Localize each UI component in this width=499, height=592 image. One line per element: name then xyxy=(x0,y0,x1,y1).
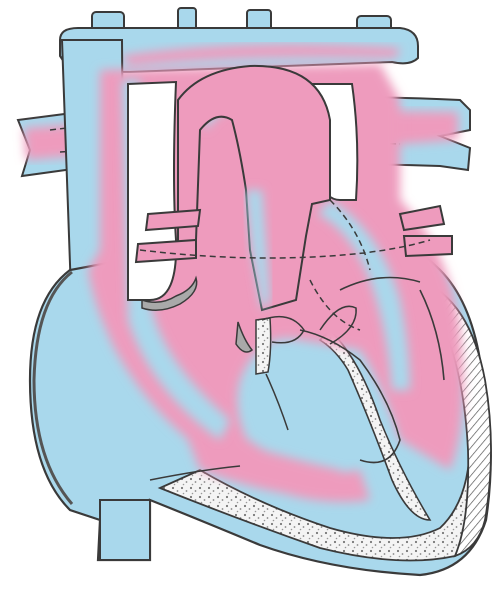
valve-leaflet-mid xyxy=(256,318,271,374)
vein-stub-1 xyxy=(146,210,200,230)
window-left xyxy=(128,82,176,300)
top-branch-mid-left xyxy=(178,8,196,30)
inferior-vena-cava xyxy=(100,500,150,560)
vein-stub-4 xyxy=(404,236,452,256)
